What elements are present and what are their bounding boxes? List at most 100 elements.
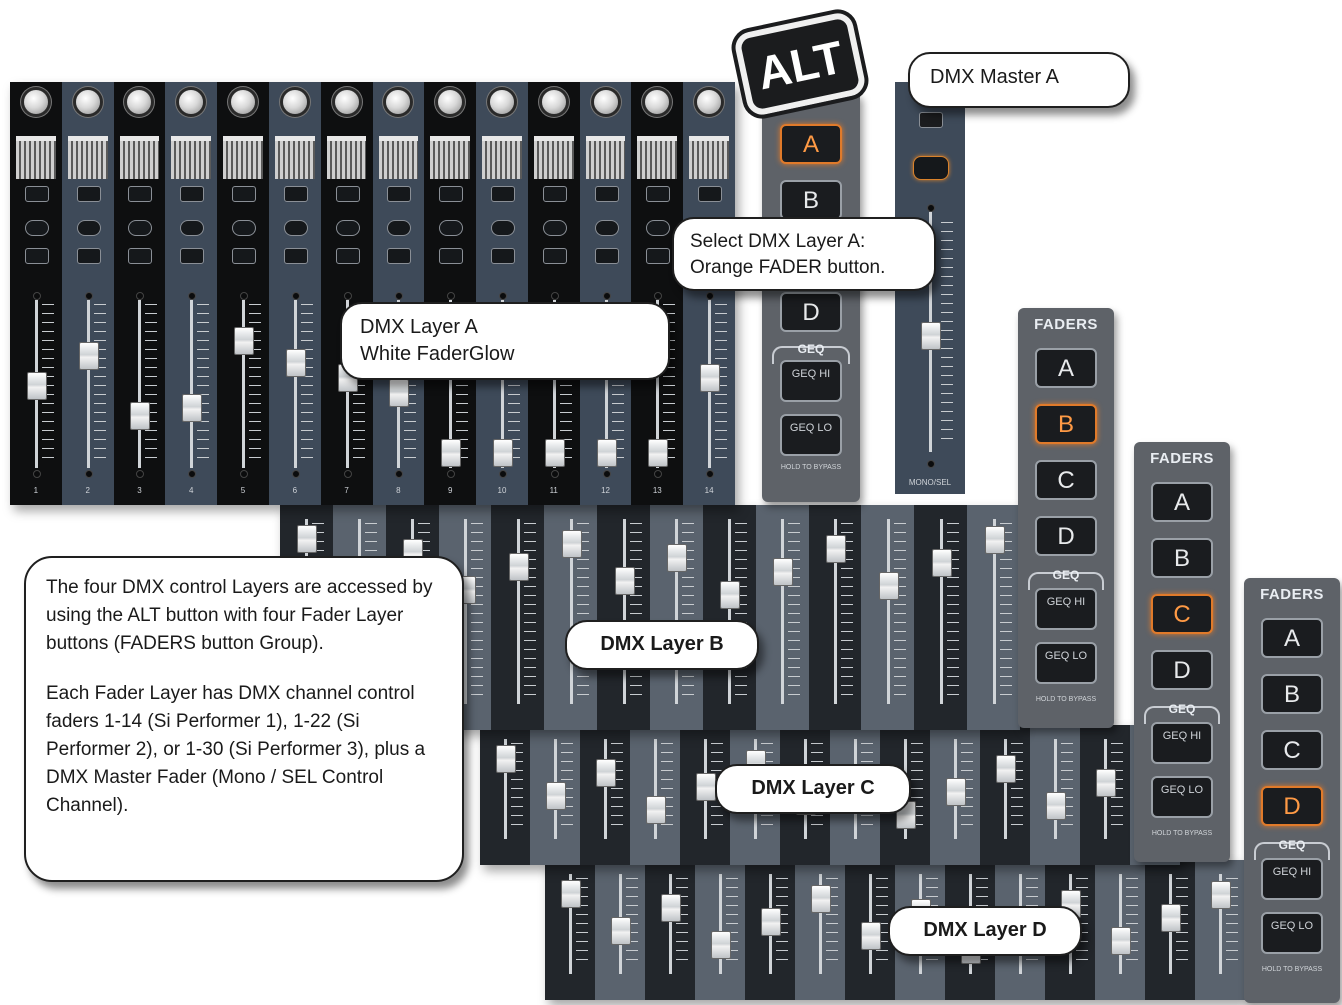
fader-cap[interactable] <box>720 581 740 609</box>
fader-cap[interactable] <box>996 755 1016 783</box>
master-sel-button[interactable] <box>919 112 943 128</box>
fader-layer-c-button[interactable]: C <box>1151 594 1213 634</box>
fader-cap[interactable] <box>441 439 461 467</box>
channel-knob[interactable] <box>438 90 462 114</box>
fader-cap[interactable] <box>389 379 409 407</box>
fader-cap[interactable] <box>667 544 687 572</box>
channel-mute-button[interactable] <box>491 248 515 264</box>
fader-cap[interactable] <box>546 782 566 810</box>
channel-mute-button[interactable] <box>646 248 670 264</box>
geq-hi-button[interactable]: GEQ HI <box>1261 858 1323 900</box>
fader-cap[interactable] <box>596 759 616 787</box>
channel-mix-button[interactable] <box>180 220 204 236</box>
fader-cap[interactable] <box>493 439 513 467</box>
fader-layer-d-button[interactable]: D <box>1035 516 1097 556</box>
channel-sel-button[interactable] <box>284 186 308 202</box>
channel-sel-button[interactable] <box>439 186 463 202</box>
channel-mix-button[interactable] <box>336 220 360 236</box>
channel-sel-button[interactable] <box>646 186 670 202</box>
fader-layer-d-button[interactable]: D <box>780 292 842 332</box>
fader-cap[interactable] <box>496 745 516 773</box>
geq-lo-button[interactable]: GEQ LO <box>780 414 842 456</box>
channel-sel-button[interactable] <box>595 186 619 202</box>
channel-knob[interactable] <box>335 90 359 114</box>
fader-cap[interactable] <box>700 364 720 392</box>
channel-knob[interactable] <box>231 90 255 114</box>
fader-cap[interactable] <box>711 931 731 959</box>
channel-knob[interactable] <box>24 90 48 114</box>
fader-layer-a-button[interactable]: A <box>1261 618 1323 658</box>
channel-mute-button[interactable] <box>77 248 101 264</box>
channel-mute-button[interactable] <box>595 248 619 264</box>
fader-cap[interactable] <box>985 526 1005 554</box>
channel-knob[interactable] <box>76 90 100 114</box>
channel-sel-button[interactable] <box>180 186 204 202</box>
fader-layer-a-button[interactable]: A <box>780 124 842 164</box>
channel-mix-button[interactable] <box>284 220 308 236</box>
fader-cap[interactable] <box>597 439 617 467</box>
fader-cap[interactable] <box>561 880 581 908</box>
channel-mix-button[interactable] <box>232 220 256 236</box>
fader-layer-d-button[interactable]: D <box>1151 650 1213 690</box>
fader-cap[interactable] <box>761 908 781 936</box>
fader-cap[interactable] <box>615 567 635 595</box>
fader-layer-c-button[interactable]: C <box>1035 460 1097 500</box>
fader-cap[interactable] <box>648 439 668 467</box>
fader-cap[interactable] <box>130 402 150 430</box>
channel-knob[interactable] <box>697 90 721 114</box>
fader-layer-d-button[interactable]: D <box>1261 786 1323 826</box>
channel-mute-button[interactable] <box>543 248 567 264</box>
channel-mute-button[interactable] <box>439 248 463 264</box>
geq-hi-button[interactable]: GEQ HI <box>1151 722 1213 764</box>
channel-mute-button[interactable] <box>284 248 308 264</box>
channel-mute-button[interactable] <box>128 248 152 264</box>
fader-layer-a-button[interactable]: A <box>1151 482 1213 522</box>
fader-cap[interactable] <box>932 549 952 577</box>
channel-knob[interactable] <box>283 90 307 114</box>
geq-hi-button[interactable]: GEQ HI <box>1035 588 1097 630</box>
channel-sel-button[interactable] <box>77 186 101 202</box>
fader-cap[interactable] <box>661 894 681 922</box>
channel-knob[interactable] <box>542 90 566 114</box>
channel-mute-button[interactable] <box>25 248 49 264</box>
channel-sel-button[interactable] <box>387 186 411 202</box>
fader-cap[interactable] <box>545 439 565 467</box>
channel-sel-button[interactable] <box>336 186 360 202</box>
fader-cap[interactable] <box>286 349 306 377</box>
channel-sel-button[interactable] <box>128 186 152 202</box>
channel-mute-button[interactable] <box>387 248 411 264</box>
fader-cap[interactable] <box>861 922 881 950</box>
fader-cap[interactable] <box>811 885 831 913</box>
channel-mix-button[interactable] <box>491 220 515 236</box>
channel-knob[interactable] <box>490 90 514 114</box>
fader-layer-b-button[interactable]: B <box>1035 404 1097 444</box>
fader-cap[interactable] <box>27 372 47 400</box>
fader-cap[interactable] <box>297 525 317 553</box>
channel-mute-button[interactable] <box>180 248 204 264</box>
channel-knob[interactable] <box>179 90 203 114</box>
fader-cap[interactable] <box>646 796 666 824</box>
channel-sel-button[interactable] <box>232 186 256 202</box>
master-fader-cap[interactable] <box>921 322 941 350</box>
channel-mix-button[interactable] <box>543 220 567 236</box>
geq-lo-button[interactable]: GEQ LO <box>1151 776 1213 818</box>
fader-layer-b-button[interactable]: B <box>1151 538 1213 578</box>
channel-knob[interactable] <box>594 90 618 114</box>
fader-cap[interactable] <box>234 327 254 355</box>
channel-mix-button[interactable] <box>25 220 49 236</box>
channel-mix-button[interactable] <box>646 220 670 236</box>
fader-layer-b-button[interactable]: B <box>780 180 842 220</box>
fader-cap[interactable] <box>1096 769 1116 797</box>
fader-cap[interactable] <box>79 342 99 370</box>
fader-cap[interactable] <box>1211 881 1231 909</box>
geq-lo-button[interactable]: GEQ LO <box>1035 642 1097 684</box>
master-orange-button[interactable] <box>913 156 949 180</box>
fader-layer-c-button[interactable]: C <box>1261 730 1323 770</box>
channel-knob[interactable] <box>645 90 669 114</box>
fader-cap[interactable] <box>946 778 966 806</box>
fader-layer-a-button[interactable]: A <box>1035 348 1097 388</box>
geq-lo-button[interactable]: GEQ LO <box>1261 912 1323 954</box>
fader-layer-b-button[interactable]: B <box>1261 674 1323 714</box>
fader-cap[interactable] <box>826 535 846 563</box>
fader-cap[interactable] <box>611 917 631 945</box>
